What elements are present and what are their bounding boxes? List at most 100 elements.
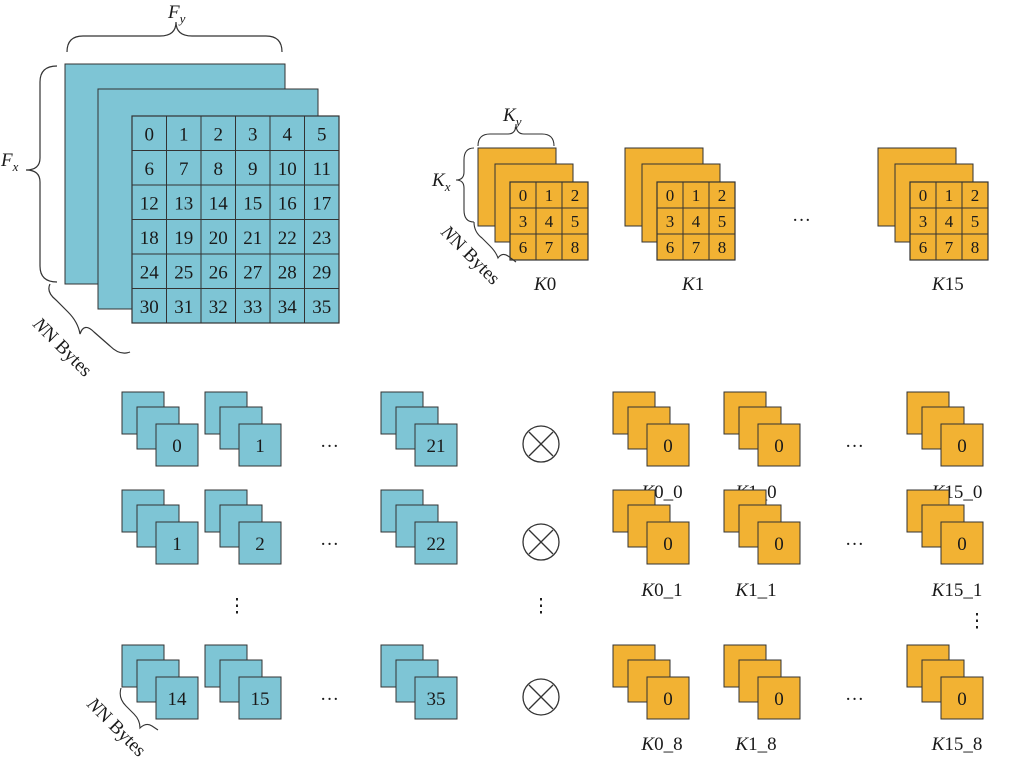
- k-nbytes-brace: [473, 221, 517, 263]
- feature-map-cell-value: 6: [145, 159, 155, 180]
- feature-map-cell-value: 5: [317, 124, 327, 145]
- feature-map-cell-value: 9: [248, 159, 258, 180]
- tile-value: 0: [774, 689, 784, 710]
- kernel-cell-value: 1: [692, 186, 701, 205]
- input-window-tile: 14: [121, 644, 199, 720]
- window-ellipsis: ···: [320, 534, 339, 555]
- tile-value: 0: [774, 534, 784, 555]
- tile-layer-front: [238, 521, 282, 565]
- kernel-slice-tile: 0: [612, 391, 690, 467]
- feature-map-cell-value: 33: [243, 297, 262, 318]
- feature-map-cell-value: 7: [179, 159, 189, 180]
- feature-map-cell-value: 23: [312, 228, 331, 249]
- input-window-tile: 2: [204, 489, 282, 565]
- kernel-layer-front: [909, 181, 989, 261]
- feature-map-cell-value: 12: [140, 193, 159, 214]
- operator-cross: [528, 431, 554, 457]
- multiply-operator: [522, 678, 560, 716]
- input-window-tile: 0: [121, 391, 199, 467]
- operator-circle: [522, 678, 560, 716]
- fy-brace: [66, 21, 283, 53]
- feature-map-cell-value: 4: [283, 124, 293, 145]
- tile-layer-front: [155, 423, 199, 467]
- input-window-tile: 21: [380, 391, 458, 467]
- kx-label: Kx: [431, 170, 451, 194]
- exp-nbytes-brace: [119, 687, 159, 731]
- feature-map-cell: [304, 288, 340, 324]
- tile-layer-front: [414, 521, 458, 565]
- feature-map-cell-value: 11: [313, 159, 331, 180]
- kernel-cell-value: 8: [971, 238, 980, 257]
- tile-value: 0: [663, 689, 673, 710]
- tile-value: 15: [251, 689, 270, 710]
- tile-value: 0: [957, 436, 967, 457]
- kx-brace: [455, 147, 475, 223]
- kernel-cell-value: 3: [919, 212, 928, 231]
- feature-map-cell-value: 24: [140, 262, 160, 283]
- window-ellipsis: ···: [320, 689, 339, 710]
- operator-circle: [522, 523, 560, 561]
- tile-layer-front: [940, 423, 984, 467]
- tile-layer-front: [757, 423, 801, 467]
- feature-map-cell-value: 0: [145, 124, 155, 145]
- tile-value: 21: [427, 436, 446, 457]
- kernel-slice-label: K0_8: [640, 734, 682, 755]
- feature-map-cell-value: 14: [209, 193, 229, 214]
- feature-map-cell-value: 1: [179, 124, 189, 145]
- kernel-slice-label: K15_8: [931, 734, 983, 755]
- feature-map-cell-value: 26: [209, 262, 228, 283]
- kernel-cell-value: 8: [718, 238, 727, 257]
- kernel-slice-tile: 0: [906, 644, 984, 720]
- feature-map-cell-value: 21: [243, 228, 262, 249]
- feature-map-cell-value: 30: [140, 297, 159, 318]
- kernel-slice-ellipsis: ···: [845, 436, 864, 457]
- kernel-cell-value: 0: [666, 186, 675, 205]
- ky-brace: [477, 123, 555, 147]
- tile-layer-front: [646, 521, 690, 565]
- fy-label: Fy: [167, 2, 186, 26]
- kernel-slice-tile: 0: [906, 489, 984, 565]
- feature-map-cell-value: 25: [174, 262, 193, 283]
- kernel-cell-value: 6: [519, 238, 528, 257]
- kernel-cell-value: 4: [692, 212, 701, 231]
- input-window-tile: 1: [121, 489, 199, 565]
- tile-value: 1: [255, 436, 265, 457]
- vertical-ellipsis: ⋮: [968, 611, 987, 632]
- tile-value: 1: [172, 534, 182, 555]
- kernel-cell: [561, 233, 589, 261]
- tile-layer-front: [757, 676, 801, 720]
- kernel-slice-label: K0_1: [640, 580, 682, 601]
- operator-circle: [522, 425, 560, 463]
- feature-map-cell-value: 29: [312, 262, 331, 283]
- tile-layer-front: [238, 676, 282, 720]
- feature-map-cell-value: 2: [214, 124, 224, 145]
- vertical-ellipsis: ⋮: [532, 596, 551, 617]
- tile-layer-front: [940, 676, 984, 720]
- k-nbytes-label: NN Bytes: [436, 221, 504, 289]
- multiply-operator: [522, 523, 560, 561]
- kernel-slice-tile: 0: [723, 489, 801, 565]
- feature-map-cell-value: 3: [248, 124, 258, 145]
- kernel-slice-label: K1_8: [734, 734, 776, 755]
- fm-nbytes-label: NN Bytes: [28, 313, 96, 381]
- tile-value: 0: [663, 436, 673, 457]
- kernel-slice-label: K15_1: [931, 580, 983, 601]
- input-window-tile: 1: [204, 391, 282, 467]
- operator-cross: [528, 684, 554, 710]
- tile-value: 35: [427, 689, 446, 710]
- tile-layer-front: [646, 676, 690, 720]
- tile-layer-front: [155, 676, 199, 720]
- tile-value: 0: [172, 436, 182, 457]
- kernel-slice-ellipsis: ···: [845, 534, 864, 555]
- feature-map-cell-value: 28: [278, 262, 297, 283]
- tile-layer-front: [155, 521, 199, 565]
- kernel-cell-value: 0: [919, 186, 928, 205]
- kernel-name-k1: K1: [681, 274, 704, 295]
